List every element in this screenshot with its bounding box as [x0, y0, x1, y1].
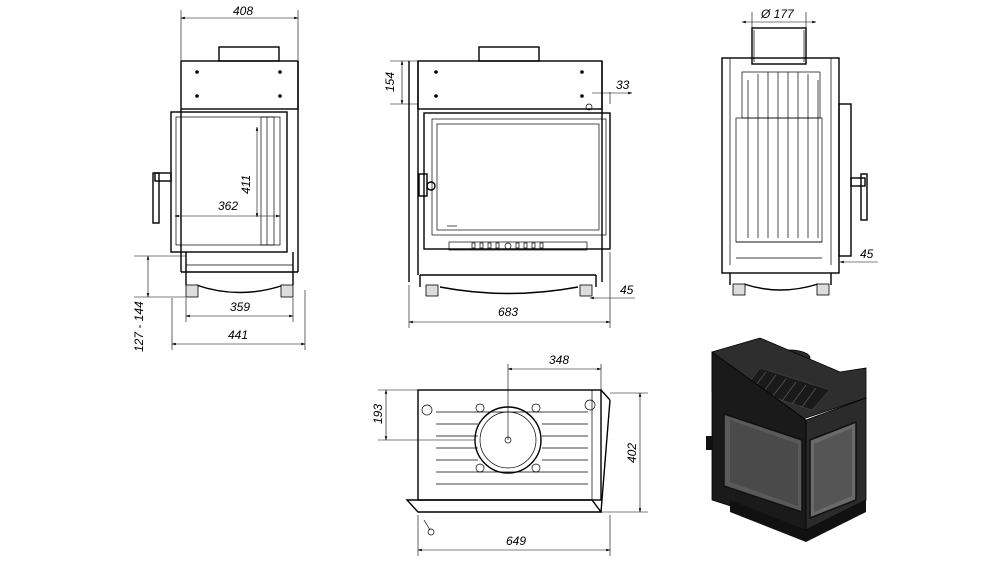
dim-plan-flue-offset: 348 — [549, 353, 569, 367]
dim-front-leg-span: 359 — [230, 300, 250, 314]
dim-plan-depth: 402 — [625, 443, 639, 463]
plan-ribs — [436, 411, 588, 485]
dim-side-offset-top: 33 — [616, 78, 630, 92]
rear-ribs — [747, 72, 819, 238]
dim-front-top-width: 408 — [233, 4, 253, 18]
vent-slots — [471, 242, 544, 250]
dim-plan-width: 649 — [506, 534, 526, 548]
dim-front-glass-width: 362 — [218, 199, 238, 213]
rear-view: Ø 177 45 — [721, 7, 878, 296]
front-view: 408 411 362 359 441 127 - 144 — [132, 4, 306, 352]
side-view: 154 33 45 683 — [383, 46, 635, 328]
dim-side-top-height: 154 — [383, 72, 397, 92]
dim-front-leg-height: 127 - 144 — [132, 301, 146, 352]
isometric-render — [706, 337, 867, 542]
dim-rear-offset: 45 — [860, 247, 874, 261]
dim-rear-flue-diameter: Ø 177 — [760, 7, 795, 21]
dim-front-overall-width: 441 — [228, 328, 248, 342]
dim-side-depth: 683 — [498, 305, 518, 319]
dim-front-glass-height: 411 — [239, 175, 253, 194]
plan-view: 348 193 402 649 — [371, 353, 648, 556]
dim-plan-flue-depth: 193 — [371, 404, 385, 424]
dim-side-offset-bottom: 45 — [620, 283, 634, 297]
